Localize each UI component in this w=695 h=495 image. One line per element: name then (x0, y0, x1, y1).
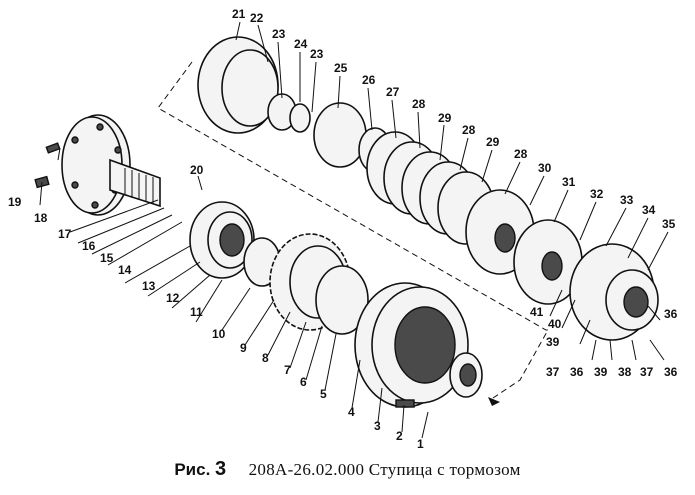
callout-10: 10 (212, 327, 226, 341)
figure-caption: Рис. 3 208А-26.02.000 Ступица с тормозом (0, 458, 695, 488)
callout-30: 30 (538, 161, 552, 175)
callout-28-b: 28 (462, 123, 476, 137)
callout-11: 11 (190, 305, 203, 319)
callout-19: 19 (8, 195, 22, 209)
frame-arrow (488, 397, 500, 406)
callout-32: 32 (590, 187, 604, 201)
callout-7: 7 (284, 363, 291, 377)
callout-38: 38 (618, 365, 632, 379)
callout-29-a: 29 (438, 111, 452, 125)
callout-34: 34 (642, 203, 656, 217)
callout-6: 6 (300, 375, 307, 389)
callout-17: 17 (58, 227, 72, 241)
callout-14: 14 (118, 263, 132, 277)
callout-40: 40 (548, 317, 562, 331)
callout-28-a: 28 (412, 97, 426, 111)
figure-number: 3 (215, 458, 227, 480)
callout-22: 22 (250, 11, 264, 25)
callout-25: 25 (334, 61, 348, 75)
callout-27: 27 (386, 85, 400, 99)
figure-prefix: Рис. (174, 460, 211, 479)
callout-18: 18 (34, 211, 48, 225)
brake-group-dashed-frame (157, 61, 549, 401)
callout-36-c: 36 (664, 365, 678, 379)
callout-23-a: 23 (272, 27, 286, 41)
exploded-view-diagram: 1 2 3 4 5 6 7 8 9 10 11 12 13 14 15 16 1… (8, 7, 678, 451)
callout-37-a: 37 (546, 365, 560, 379)
wheel-studs (34, 142, 61, 189)
callout-41: 41 (530, 305, 544, 319)
callout-36-a: 36 (664, 307, 678, 321)
housing (354, 282, 483, 408)
callout-29-b: 29 (486, 135, 500, 149)
callout-37-b: 37 (640, 365, 654, 379)
callout-23-b: 23 (310, 47, 324, 61)
callout-13: 13 (142, 279, 156, 293)
callout-36-b: 36 (570, 365, 584, 379)
callout-8: 8 (262, 351, 269, 365)
callout-1: 1 (417, 437, 424, 451)
callout-24: 24 (294, 37, 308, 51)
callout-4: 4 (348, 405, 355, 419)
callout-2: 2 (396, 429, 403, 443)
figure-title: 208А-26.02.000 Ступица с тормозом (248, 460, 521, 479)
callout-33: 33 (620, 193, 634, 207)
callout-26: 26 (362, 73, 376, 87)
hub-flange (61, 114, 161, 216)
leader-lines (39, 21, 669, 439)
figure-label: Рис. 3 (174, 458, 227, 480)
callout-5: 5 (320, 387, 327, 401)
friction-disc-pack (366, 131, 535, 275)
callout-39-a: 39 (546, 335, 560, 349)
callout-9: 9 (240, 341, 247, 355)
callout-35: 35 (662, 217, 676, 231)
brake-drum (197, 36, 392, 173)
callout-28-c: 28 (514, 147, 528, 161)
callout-12: 12 (166, 291, 180, 305)
callout-16: 16 (82, 239, 96, 253)
callout-39-b: 39 (594, 365, 608, 379)
callout-31: 31 (562, 175, 576, 189)
callout-20: 20 (190, 163, 204, 177)
callout-21: 21 (232, 7, 246, 21)
brake-cover (513, 219, 659, 341)
callout-3: 3 (374, 419, 381, 433)
bearing-carrier (189, 201, 281, 287)
callout-15: 15 (100, 251, 114, 265)
gear-ring (269, 233, 369, 335)
